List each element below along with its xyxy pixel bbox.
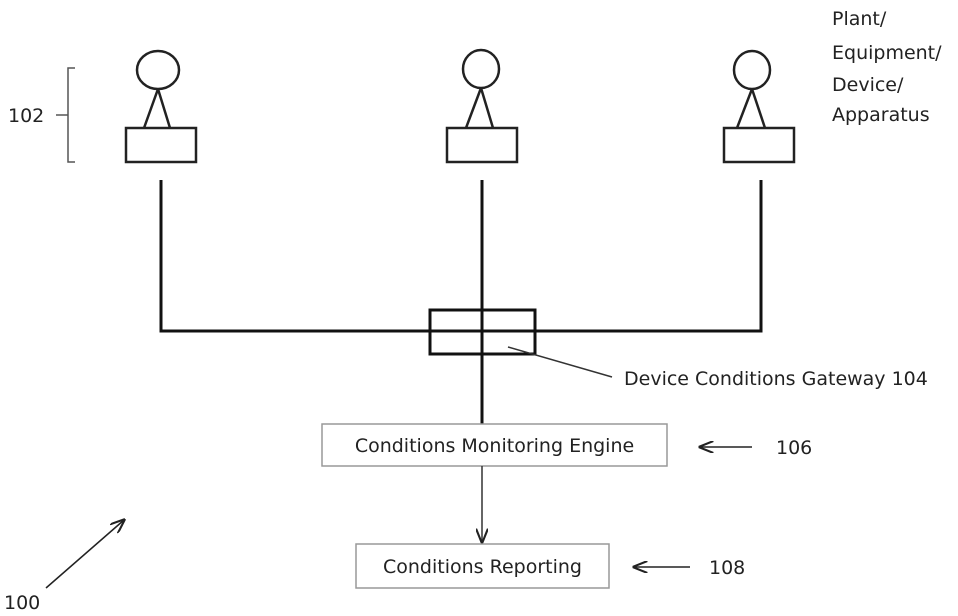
gateway-label: Device Conditions Gateway 104 bbox=[624, 368, 928, 390]
gateway-box bbox=[428, 308, 537, 356]
device-icon-right bbox=[722, 49, 796, 164]
system-ref-arrow bbox=[45, 520, 124, 589]
equipment-label: Plant/ Equipment/ Device/ Apparatus bbox=[832, 8, 948, 126]
reporting-box bbox=[355, 543, 610, 589]
device-icon-center bbox=[445, 48, 519, 164]
gateway-leader-line bbox=[507, 346, 613, 378]
group-ref-label: 102 bbox=[8, 105, 44, 127]
monitoring-engine-box bbox=[321, 423, 668, 467]
device-icon-left bbox=[124, 49, 198, 164]
monitoring-ref-label: 106 bbox=[776, 437, 812, 459]
system-ref-label: 100 bbox=[4, 592, 40, 614]
reporting-label: Conditions Reporting bbox=[383, 556, 582, 578]
monitoring-engine-label: Conditions Monitoring Engine bbox=[355, 435, 634, 457]
reporting-ref-label: 108 bbox=[709, 557, 745, 579]
group-bracket bbox=[56, 67, 75, 163]
connection-lines bbox=[159, 180, 763, 424]
